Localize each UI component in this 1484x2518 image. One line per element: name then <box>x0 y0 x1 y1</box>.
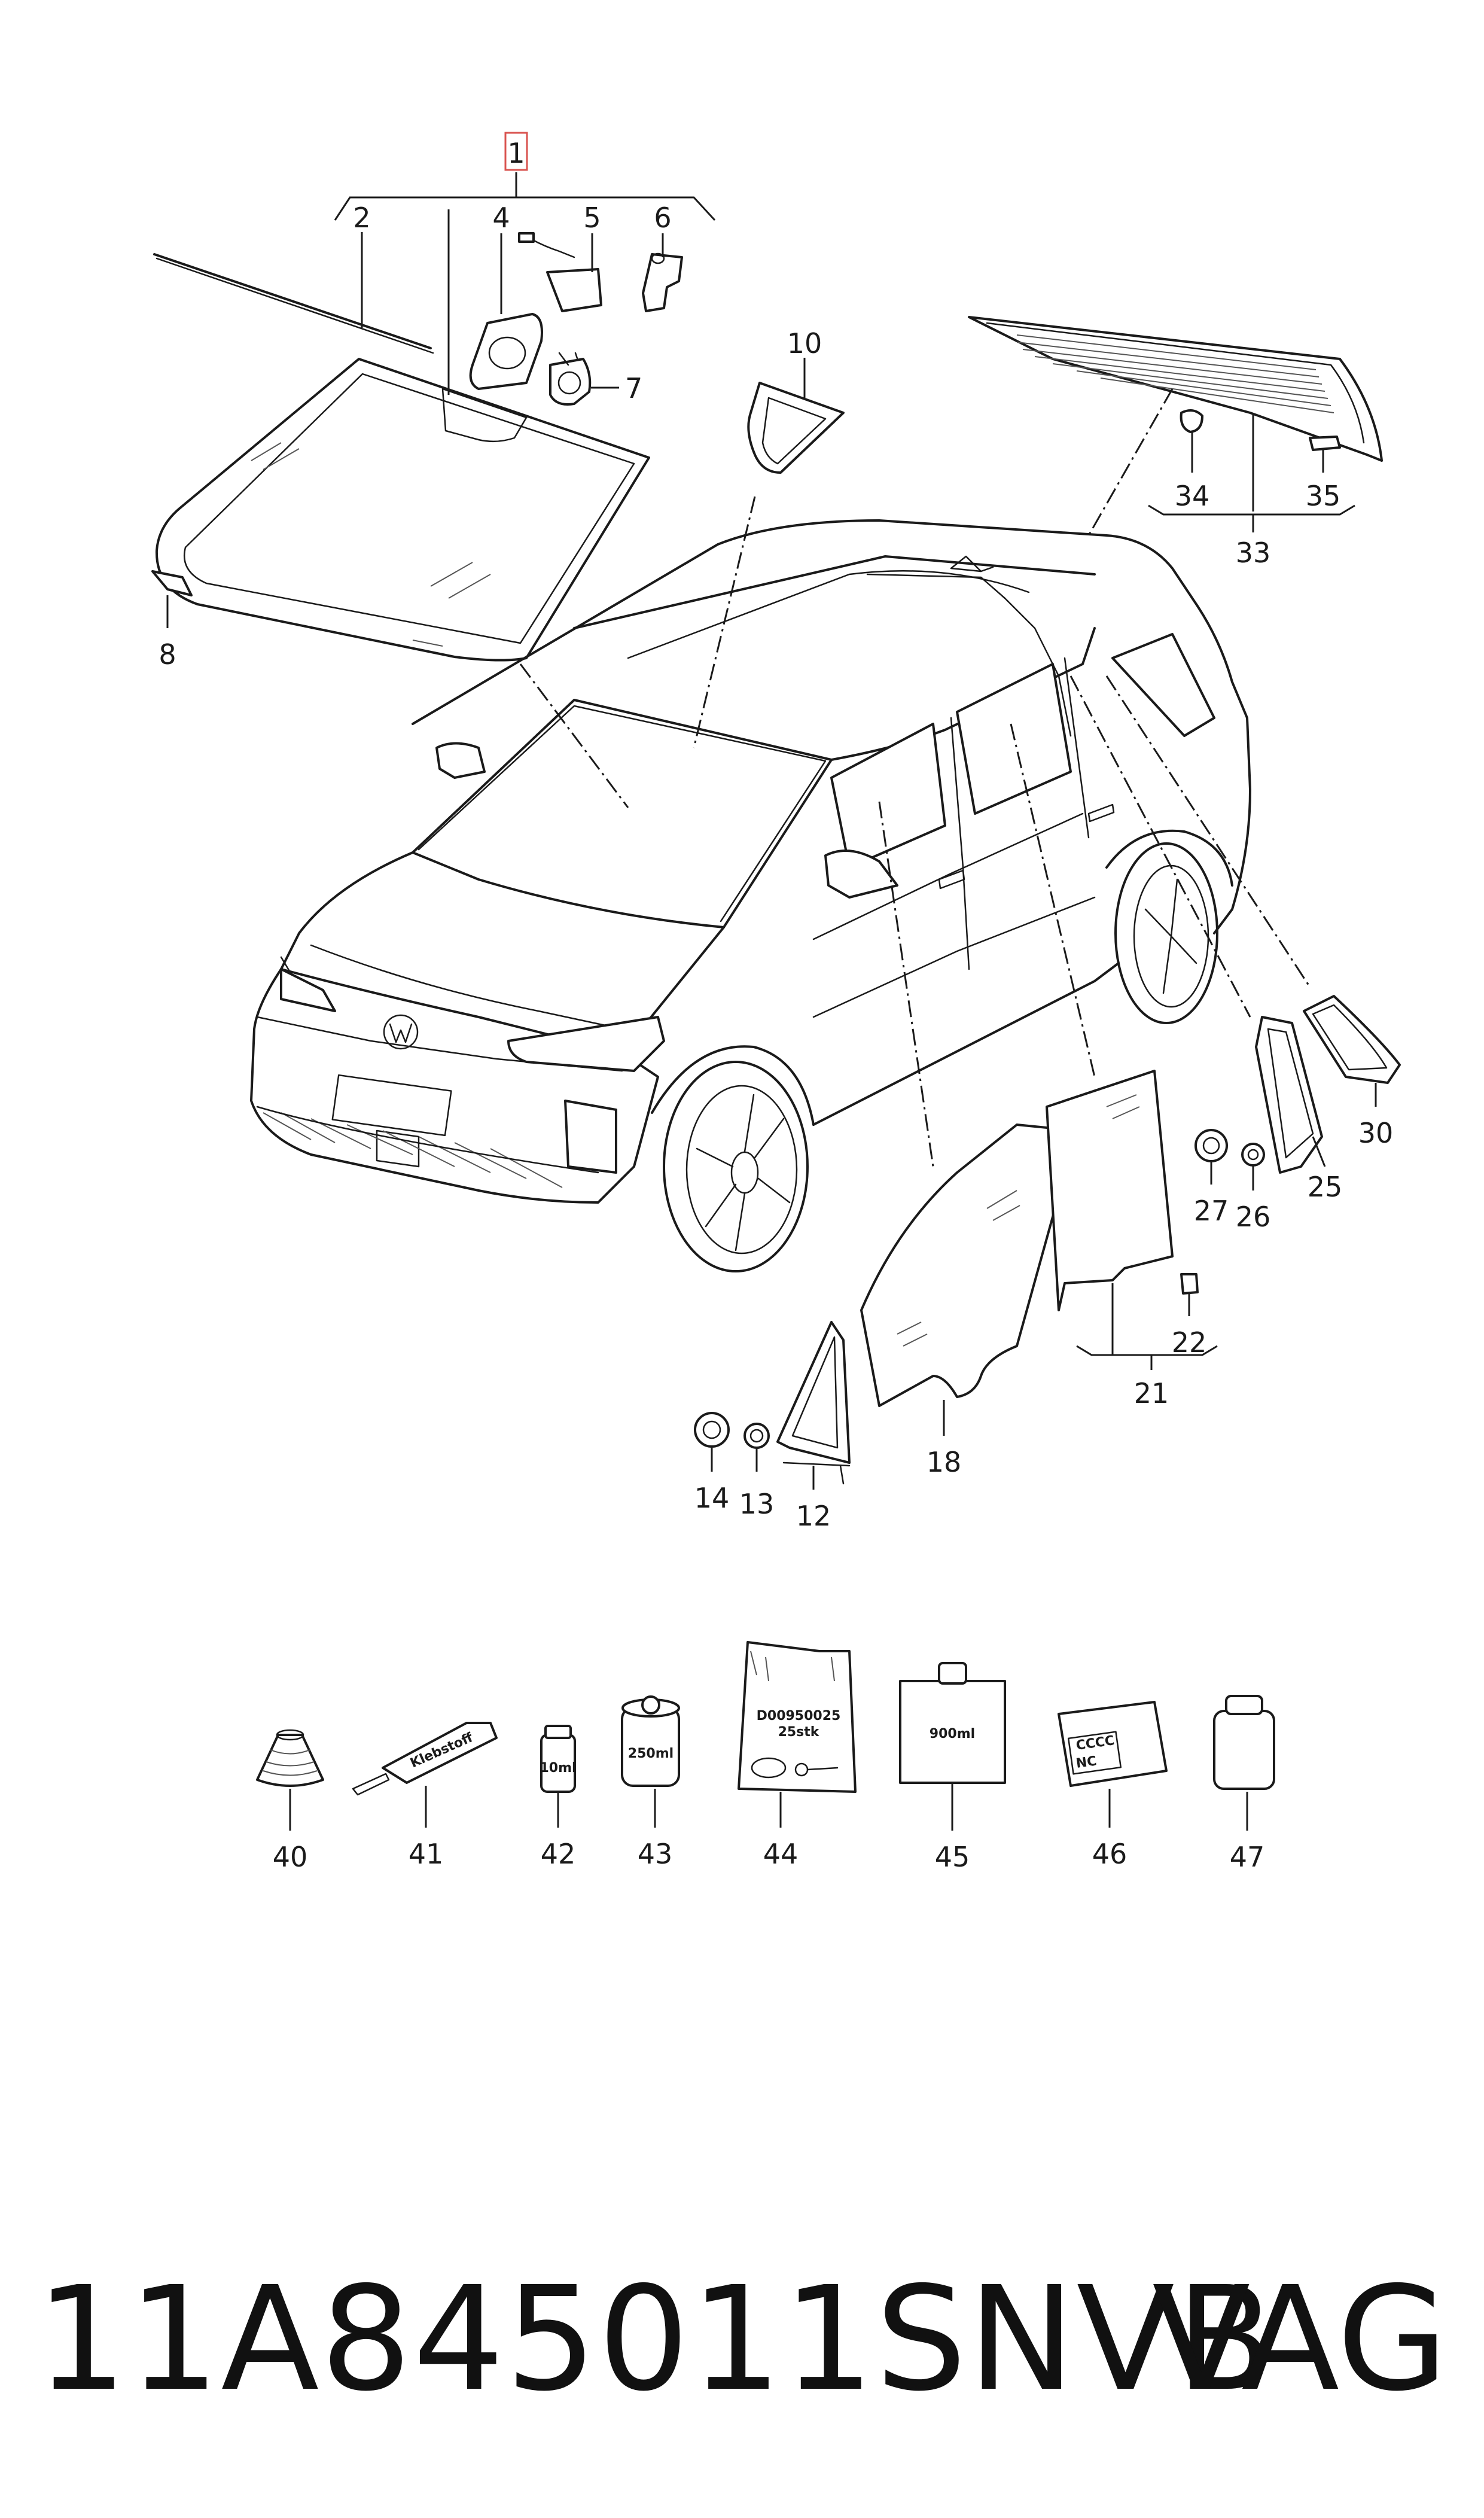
part-44-parts-bag: D00950025 25stk <box>738 1641 857 1793</box>
callout-42[interactable]: 42 <box>541 1838 576 1870</box>
part-34-clip <box>1180 409 1203 433</box>
canister-label: 900ml <box>930 1727 975 1741</box>
part-40-sealant-bead <box>256 1729 324 1787</box>
callout-33[interactable]: 33 <box>1236 537 1271 569</box>
callout-10[interactable]: 10 <box>787 327 822 360</box>
callout-13[interactable]: 13 <box>739 1488 775 1520</box>
callout-30[interactable]: 30 <box>1358 1117 1394 1149</box>
callout-2[interactable]: 2 <box>353 202 370 234</box>
rear-quarter-glass <box>1255 1016 1323 1174</box>
part-43-primer-can: 250ml <box>621 1695 680 1787</box>
callout-14[interactable]: 14 <box>694 1482 730 1514</box>
callout-5[interactable]: 5 <box>583 202 601 234</box>
brand-name: VAG <box>1152 2255 1448 2423</box>
part-26-grommet <box>1241 1143 1265 1167</box>
part-6-cable <box>642 252 683 312</box>
part-41-adhesive-tube: Klebstoff <box>352 1722 498 1796</box>
part-35-cover <box>1309 436 1341 451</box>
part-42-primer-vial: 10ml <box>540 1725 577 1793</box>
callout-41[interactable]: 41 <box>409 1838 444 1870</box>
bracket-1 <box>334 196 716 221</box>
part-4-rain-sensor-cover <box>469 313 543 390</box>
part-47-bottle <box>1213 1695 1275 1790</box>
callout-35[interactable]: 35 <box>1306 480 1341 512</box>
callout-43[interactable]: 43 <box>638 1838 673 1870</box>
part-number: 11A845011SNVB <box>36 2255 1276 2423</box>
can-label: 250ml <box>628 1746 674 1761</box>
rear-door-glass <box>1046 1070 1174 1311</box>
callout-1-highlight-box <box>504 132 528 171</box>
part-13-grommet <box>743 1423 770 1449</box>
part-5-bracket <box>518 232 602 312</box>
part-46-box: CCCC NC <box>1058 1701 1168 1787</box>
callout-4[interactable]: 4 <box>492 202 510 234</box>
callout-46[interactable]: 46 <box>1092 1838 1128 1870</box>
part-14-grommet <box>694 1412 730 1448</box>
callout-6[interactable]: 6 <box>654 202 671 234</box>
part-7-sensor <box>549 352 592 406</box>
part-45-canister: 900ml <box>899 1662 1006 1784</box>
callout-8[interactable]: 8 <box>159 638 176 671</box>
bracket-21 <box>1076 1345 1218 1356</box>
callout-12[interactable]: 12 <box>796 1500 831 1532</box>
callout-21[interactable]: 21 <box>1134 1377 1169 1409</box>
bracket-33 <box>1148 504 1355 516</box>
box-line-2: NC <box>1075 1753 1098 1771</box>
callout-1[interactable]: 1 <box>507 137 525 169</box>
front-quarter-glass <box>776 1321 851 1485</box>
callout-7[interactable]: 7 <box>625 372 642 404</box>
vial-label: 10ml <box>540 1761 576 1776</box>
bag-qty: 25stk <box>778 1725 820 1740</box>
callout-44[interactable]: 44 <box>763 1838 799 1870</box>
callout-47[interactable]: 47 <box>1230 1841 1265 1873</box>
callout-34[interactable]: 34 <box>1175 480 1210 512</box>
callout-18[interactable]: 18 <box>927 1446 962 1478</box>
bag-code: D00950025 <box>757 1709 841 1724</box>
callout-22[interactable]: 22 <box>1172 1326 1207 1359</box>
rear-window <box>968 316 1383 462</box>
rear-side-window <box>1303 995 1401 1084</box>
part-8-clip <box>151 570 193 596</box>
trim-strip <box>153 253 432 349</box>
front-door-glass <box>860 1123 1078 1407</box>
callout-45[interactable]: 45 <box>935 1841 970 1873</box>
callout-40[interactable]: 40 <box>273 1841 308 1873</box>
part-10-corner-glass <box>747 382 845 474</box>
part-27-grommet <box>1194 1129 1228 1162</box>
part-22-bolt <box>1180 1273 1199 1295</box>
callout-27[interactable]: 27 <box>1194 1195 1229 1227</box>
callout-25[interactable]: 25 <box>1308 1171 1343 1203</box>
callout-26[interactable]: 26 <box>1236 1201 1271 1233</box>
